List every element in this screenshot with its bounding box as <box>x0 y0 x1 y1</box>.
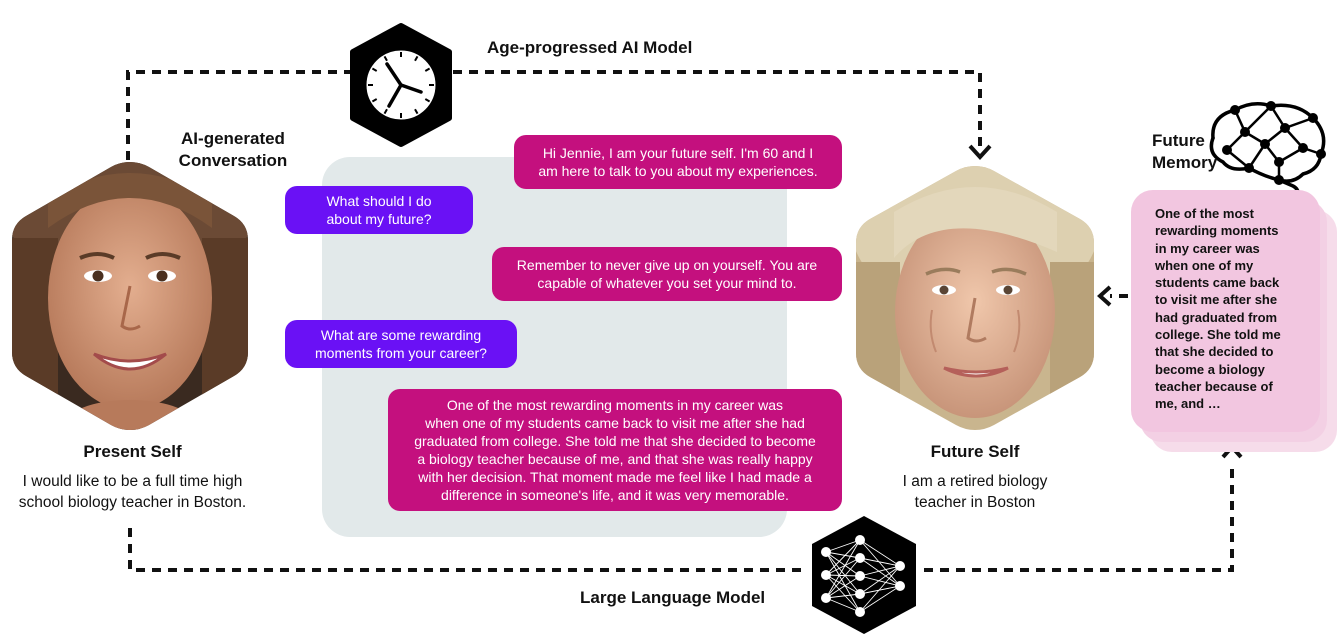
future-self-portrait <box>856 166 1094 430</box>
top-dashed-path <box>126 70 355 160</box>
arrow-down-future <box>968 144 992 160</box>
chat-bubble-future-1: Hi Jennie, I am your future self. I'm 60… <box>514 135 842 189</box>
ai-conversation-label-line2: Conversation <box>178 151 288 170</box>
present-self-desc-line2: school biology teacher in Boston. <box>18 494 247 511</box>
memory-text: One of the most rewarding moments in my … <box>1155 206 1281 412</box>
future-memory-label-line1: Future <box>1152 131 1205 150</box>
brain-network-icon <box>1209 101 1326 207</box>
ai-conversation-label-line1: AI-generated <box>181 129 285 148</box>
neural-network-icon <box>812 516 916 634</box>
clock-icon <box>350 23 452 147</box>
present-self-portrait <box>12 162 248 430</box>
future-memory-label-line2: Memory <box>1152 153 1218 172</box>
chat-bubble-future-2: Remember to never give up on yourself. Y… <box>492 247 842 301</box>
bottom-dashed-path-right <box>924 462 1234 572</box>
memory-card: One of the most rewarding moments in my … <box>1131 190 1320 432</box>
future-self-title: Future Self <box>930 442 1020 461</box>
arrow-left-future <box>1097 285 1112 307</box>
ai-conversation-label: AI-generated Conversation <box>148 128 318 172</box>
present-self-desc-line1: I would like to be a full time high <box>22 473 243 490</box>
future-memory-label: Future Memory <box>1152 130 1217 174</box>
age-model-label: Age-progressed AI Model <box>487 38 693 57</box>
chat-bubble-future-3: One of the most rewarding moments in my … <box>388 389 842 511</box>
present-self-title: Present Self <box>83 442 182 461</box>
present-self-caption: Present Self I would like to be a full t… <box>0 442 265 513</box>
top-dashed-path-right <box>453 70 982 148</box>
bottom-dashed-path-left <box>128 528 803 572</box>
llm-label: Large Language Model <box>580 588 766 607</box>
future-self-desc-line1: I am a retired biology <box>902 473 1048 490</box>
future-self-desc-line2: teacher in Boston <box>914 494 1036 511</box>
future-self-caption: Future Self I am a retired biology teach… <box>865 442 1085 513</box>
